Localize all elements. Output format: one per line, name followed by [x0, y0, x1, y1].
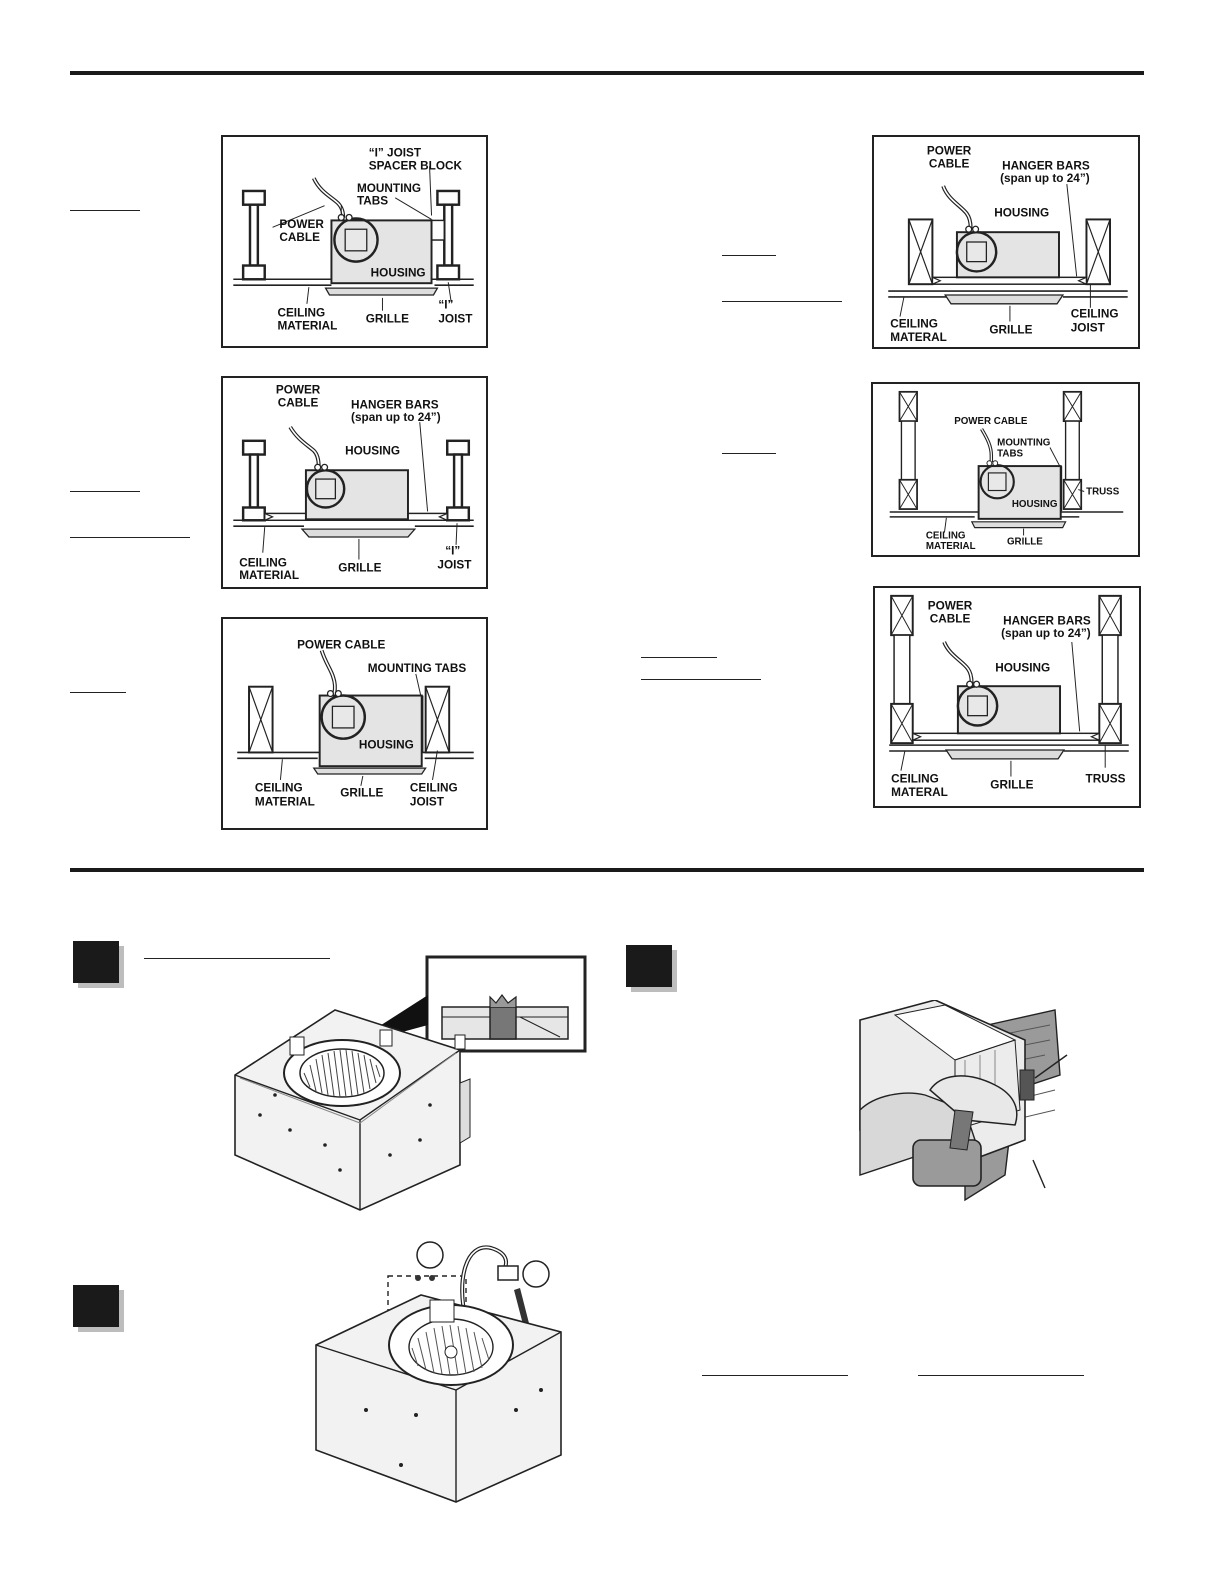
underline-mark [70, 692, 126, 693]
label-joist: “I”JOIST [437, 545, 472, 572]
underline-mark [918, 1375, 1084, 1376]
label-hanger-bars: HANGER BARS(span up to 24”) [1000, 159, 1090, 185]
figure-housing-open [306, 1240, 572, 1506]
label-housing: HOUSING [371, 266, 426, 279]
label-grille: GRILLE [338, 561, 381, 574]
underline-mark [70, 210, 140, 211]
underline-mark [722, 453, 776, 454]
label-housing: HOUSING [995, 661, 1050, 674]
underline-mark [722, 255, 776, 256]
underline-mark [702, 1375, 848, 1376]
underline-mark [641, 657, 717, 658]
label-grille: GRILLE [990, 778, 1033, 791]
label-joist: “I”JOIST [438, 299, 473, 326]
diagram-ceiling-joist-mounting-tabs: POWER CABLE MOUNTING TABS HOUSING CEILIN… [221, 617, 488, 830]
label-power-cable: POWER CABLE [954, 416, 1028, 427]
underline-mark [144, 958, 330, 959]
step-badge-2 [73, 1285, 119, 1327]
label-grille: GRILLE [340, 787, 383, 800]
label-grille: GRILLE [989, 323, 1032, 336]
underline-mark [70, 491, 140, 492]
figure-drill-installation [855, 1000, 1070, 1215]
label-housing: HOUSING [345, 445, 400, 458]
label-power-cable: POWER CABLE [297, 638, 385, 651]
label-hanger-bars: HANGER BARS(span up to 24”) [1001, 614, 1091, 640]
underline-mark [641, 679, 761, 680]
label-mounting-tabs: MOUNTING TABS [368, 662, 467, 675]
section-rule-middle [70, 868, 1144, 872]
label-housing: HOUSING [994, 206, 1049, 219]
label-truss: TRUSS [1086, 772, 1126, 785]
step-badge-3 [626, 945, 672, 987]
label-grille: GRILLE [366, 312, 409, 325]
label-truss: TRUSS [1086, 486, 1120, 497]
section-rule-top [70, 71, 1144, 75]
underline-mark [70, 537, 190, 538]
figure-housing-detail [230, 955, 590, 1220]
step-badge-1 [73, 941, 119, 983]
label-hanger-bars: HANGER BARS(span up to 24”) [351, 398, 441, 424]
label-housing: HOUSING [1012, 499, 1058, 510]
underline-mark [722, 301, 842, 302]
label-housing: HOUSING [359, 739, 414, 752]
label-grille: GRILLE [1007, 536, 1043, 547]
